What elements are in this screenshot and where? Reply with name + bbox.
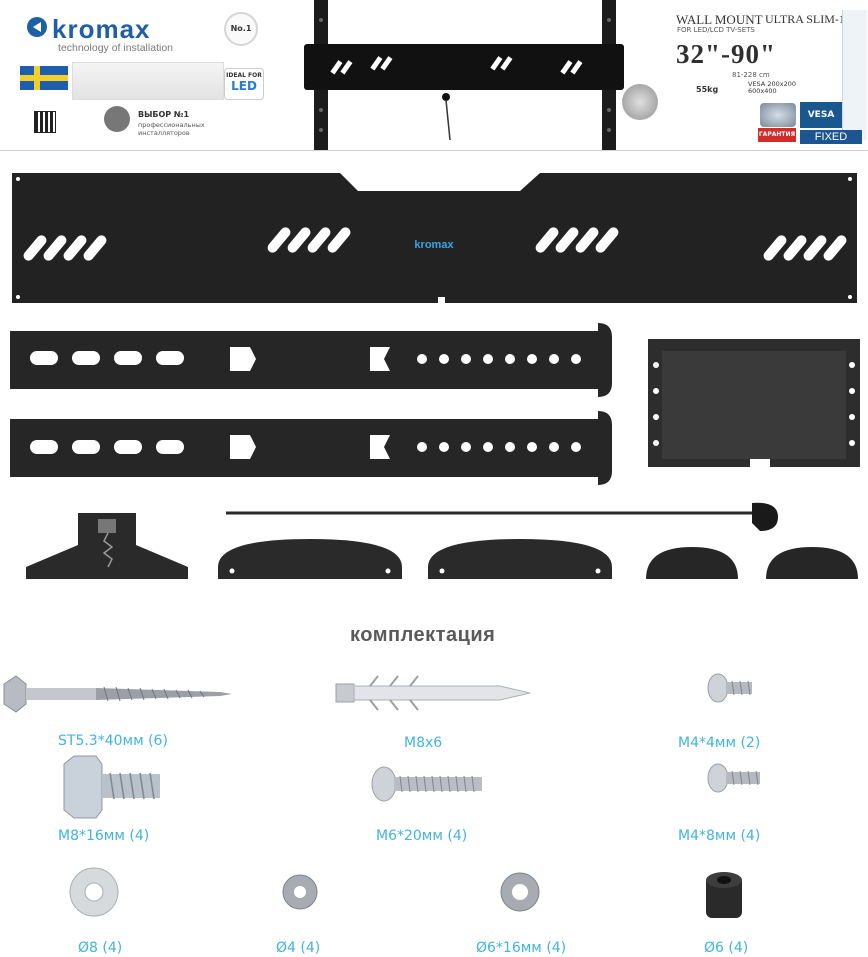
monitor-icon	[760, 103, 796, 127]
spacer-icon	[706, 872, 742, 918]
washer-large-icon	[69, 867, 119, 917]
end-cap-right	[766, 547, 858, 579]
corner-bracket	[648, 339, 860, 467]
spec-vesa: VESA 200x200 600x400	[748, 80, 796, 95]
hardware-kit-title: комплектация	[350, 624, 496, 646]
spec-side-panel	[842, 10, 867, 140]
kromax-logo-icon	[27, 17, 47, 37]
machine-screw-icon	[371, 766, 482, 802]
wrench-badge-icon	[104, 106, 130, 132]
qr-code-icon	[34, 111, 56, 133]
spec-cm: 81-228 cm	[732, 71, 770, 79]
hardware-caption-3: M4*4мм (2)	[678, 735, 761, 751]
vertical-arm-bottom	[10, 411, 612, 485]
hardware-caption-4: M8*16мм (4)	[58, 828, 150, 844]
spec-title: WALL MOUNT	[676, 12, 763, 27]
washer-medium-icon	[500, 872, 540, 912]
brand-name: kromax	[52, 14, 151, 44]
product-banner: kromax technology of installation No.1 I…	[0, 0, 868, 151]
locking-clip	[26, 513, 188, 579]
hardware-caption-8: Ø4 (4)	[276, 940, 321, 956]
plate-logo: kromax	[414, 239, 454, 251]
led-badge: IDEAL FOR LED	[224, 68, 264, 100]
spacer-block-left	[218, 539, 402, 579]
wall-anchor-icon	[335, 675, 531, 711]
brand-tagline: technology of installation	[58, 42, 173, 54]
no1-badge: No.1	[224, 12, 258, 46]
mount-parts-illustration: kromax	[10, 173, 860, 579]
lag-screw-icon	[3, 675, 232, 713]
quality-seal-icon	[622, 84, 658, 120]
guarantee-badge: ГАРАНТИЯ	[758, 128, 796, 142]
wall-plate: kromax	[12, 173, 857, 303]
hardware-caption-10: Ø6 (4)	[704, 940, 749, 956]
product-box-image	[72, 62, 224, 100]
spec-max-weight: 55kg	[696, 85, 719, 94]
hardware-caption-7: Ø8 (4)	[78, 940, 123, 956]
swedish-flag-icon	[20, 66, 68, 90]
spec-screen-size: 32"-90"	[676, 39, 776, 69]
pitch-text: профессиональных инсталляторов	[138, 121, 205, 137]
hardware-caption-1: ST5.3*40мм (6)	[58, 733, 168, 749]
pitch-title: ВЫБОР №1	[138, 110, 190, 119]
washer-small-icon	[282, 874, 318, 910]
small-screw-icon	[707, 763, 760, 793]
locking-rod	[226, 502, 778, 531]
vertical-arm-top	[10, 323, 612, 397]
short-screw-icon	[707, 673, 752, 703]
hardware-caption-9: Ø6*16мм (4)	[476, 940, 567, 956]
mounted-bracket-photo	[274, 0, 658, 150]
hardware-caption-2: M8x6	[404, 735, 443, 751]
spacer-block-right	[428, 539, 612, 579]
hardware-caption-5: M6*20мм (4)	[376, 828, 468, 844]
hex-bolt-icon	[63, 755, 160, 819]
fixed-badge: FIXED	[800, 130, 862, 144]
spec-model: ULTRA SLIM-100	[765, 12, 857, 26]
spec-subtitle: FOR LED/LCD TV-SETS	[677, 26, 755, 34]
vesa-badge: VESA	[800, 102, 842, 128]
hardware-items-illustration	[3, 673, 760, 918]
hardware-caption-6: M4*8мм (4)	[678, 828, 761, 844]
end-cap-left	[646, 547, 738, 579]
